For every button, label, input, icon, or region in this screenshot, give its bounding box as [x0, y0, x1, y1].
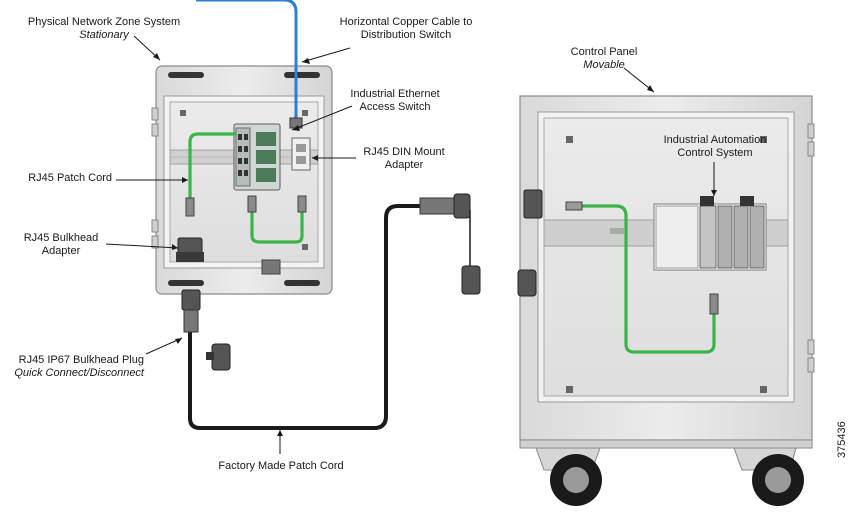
- label-bulkhead-plug-line1: RJ45 IP67 Bulkhead Plug: [18, 354, 144, 366]
- zone-patch-cord: [188, 132, 236, 200]
- label-horizontal-cable-line1: Horizontal Copper Cable to: [339, 16, 473, 28]
- callout-leaders: [105, 35, 715, 454]
- label-patch-cord: RJ45 Patch Cord: [4, 172, 112, 185]
- label-din-adapter-line2: Adapter: [384, 159, 424, 171]
- horizontal-copper-cable: [196, 0, 298, 124]
- label-bulkhead-adapter-line2: Adapter: [41, 245, 81, 257]
- label-ethernet-switch-line2: Access Switch: [359, 101, 431, 113]
- ethernet-switch: [233, 123, 281, 191]
- label-bulkhead-plug-line2: Quick Connect/Disconnect: [14, 367, 144, 379]
- ip67-bulkhead-plug: [181, 289, 231, 371]
- figure-id: 375436: [836, 421, 848, 458]
- label-bulkhead-plug: RJ45 IP67 Bulkhead Plug Quick Connect/Di…: [0, 354, 144, 380]
- callout-arrowheads: [153, 53, 717, 436]
- label-ethernet-switch-line1: Industrial Ethernet: [350, 88, 440, 100]
- label-patch-cord-line1: RJ45 Patch Cord: [28, 172, 112, 184]
- panel-ip67-plug: [419, 193, 481, 295]
- label-din-adapter-line1: RJ45 DIN Mount: [363, 146, 445, 158]
- label-zone-system: Physical Network Zone System Stationary: [14, 16, 194, 42]
- automation-control-system: [653, 196, 767, 271]
- caster-wheel-right: [733, 447, 804, 506]
- label-horizontal-cable-line2: Distribution Switch: [360, 29, 452, 41]
- panel-patch-cord: [580, 204, 716, 354]
- label-factory-cord-line1: Factory Made Patch Cord: [218, 460, 344, 472]
- bulkhead-adapter: [176, 237, 204, 262]
- label-bulkhead-adapter-line1: RJ45 Bulkhead: [23, 232, 99, 244]
- label-automation-system: Industrial Automation Control System: [630, 134, 800, 160]
- label-zone-system-title: Physical Network Zone System: [27, 16, 181, 28]
- label-factory-cord: Factory Made Patch Cord: [196, 460, 366, 473]
- din-mount-adapter: [291, 137, 311, 171]
- label-automation-system-line2: Control System: [677, 147, 753, 159]
- label-control-panel-title: Control Panel: [570, 46, 638, 58]
- label-horizontal-cable: Horizontal Copper Cable to Distribution …: [326, 16, 486, 42]
- label-automation-system-line1: Industrial Automation: [663, 134, 767, 146]
- switch-to-din-cord: [250, 210, 304, 244]
- label-zone-system-subtitle: Stationary: [79, 29, 129, 41]
- label-ethernet-switch: Industrial Ethernet Access Switch: [340, 88, 450, 114]
- label-control-panel: Control Panel Movable: [554, 46, 654, 72]
- caster-wheel-left: [535, 447, 602, 506]
- label-bulkhead-adapter: RJ45 Bulkhead Adapter: [16, 232, 106, 258]
- factory-patch-cord: [188, 204, 420, 430]
- label-din-adapter: RJ45 DIN Mount Adapter: [354, 146, 454, 172]
- label-control-panel-subtitle: Movable: [583, 59, 625, 71]
